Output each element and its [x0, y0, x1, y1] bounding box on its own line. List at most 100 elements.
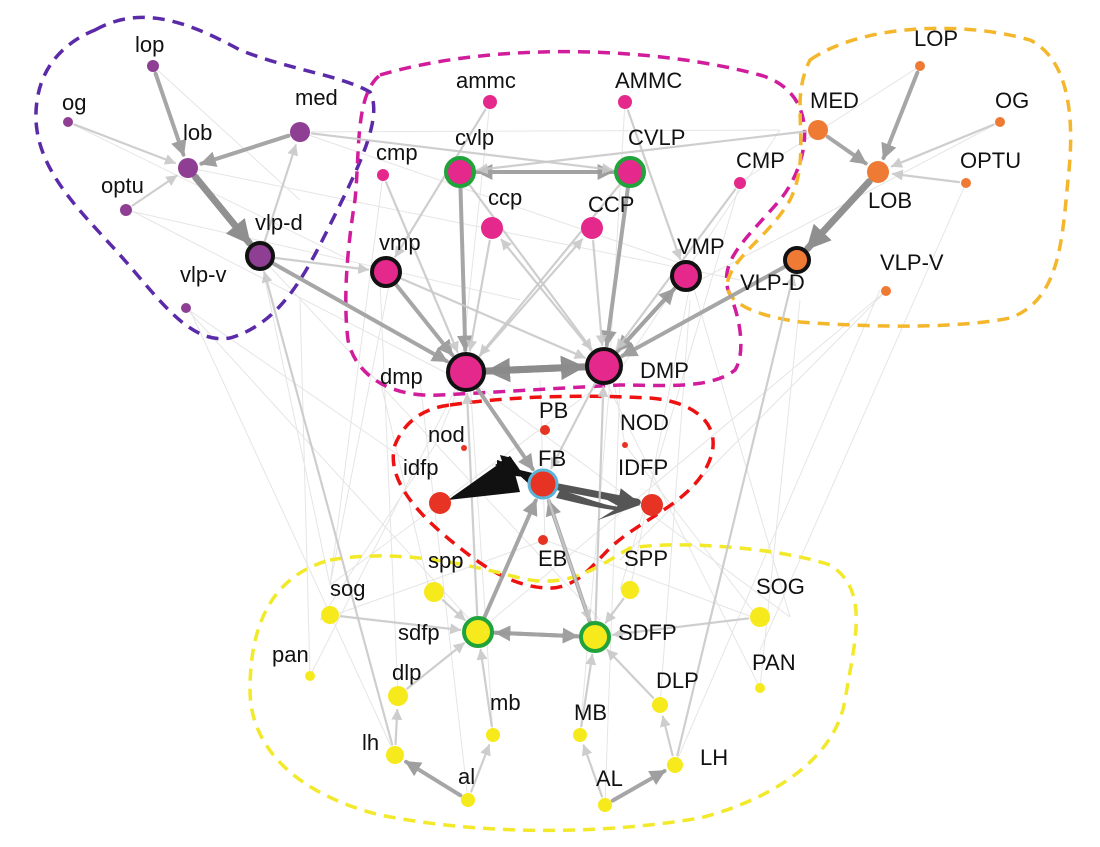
- node-SPP: SPP: [621, 546, 668, 599]
- edge-cmp-to-dmp: [385, 181, 459, 353]
- node-label-pan: pan: [272, 642, 309, 667]
- node-circle-spp: [424, 582, 444, 602]
- node-label-dmp: dmp: [380, 364, 423, 389]
- node-dmp: dmp: [380, 352, 486, 392]
- node-label-med: med: [295, 85, 338, 110]
- edge-LOB-to-VLP-D: [804, 178, 873, 252]
- node-circle-DLP: [652, 697, 668, 713]
- node-EB: EB: [538, 535, 567, 571]
- edge-lh-to-dlp: [391, 708, 403, 746]
- edge-LOP-to-LOB: [881, 70, 920, 161]
- edge-DMP-to-dmp: [484, 357, 589, 383]
- node-label-lop: lop: [135, 32, 164, 57]
- edge-OPTU-to-LOB: [891, 169, 961, 184]
- node-AMMC: AMMC: [615, 68, 682, 109]
- node-spp: spp: [424, 548, 463, 602]
- node-label-EB: EB: [538, 546, 567, 571]
- node-label-CVLP: CVLP: [628, 125, 685, 150]
- edge-FB-to-SDFP: [547, 498, 592, 622]
- edge-LH-to-VLP-D: [676, 274, 797, 757]
- node-pan: pan: [272, 642, 315, 681]
- node-label-VLP-D: VLP-D: [740, 270, 805, 295]
- node-circle-MB: [573, 728, 587, 742]
- edge-med-to-lob: [199, 133, 291, 167]
- edge-vmp-to-dmp: [393, 282, 455, 357]
- node-AL: AL: [596, 766, 623, 812]
- node-circle-OG: [995, 117, 1005, 127]
- edge-lh-to-vlp-d: [261, 271, 394, 746]
- edges: [73, 70, 995, 803]
- node-lob: lob: [178, 120, 212, 178]
- node-med: med: [290, 85, 338, 142]
- purple-cluster-outline: [34, 15, 376, 341]
- fb-to-idfp-tail: [500, 455, 512, 470]
- edge-lob-to-vlp-d: [192, 173, 253, 247]
- node-label-SDFP: SDFP: [618, 620, 677, 645]
- edge-DMP-to-FB: [550, 381, 597, 470]
- edge-ammc-to-vmp: [394, 108, 487, 258]
- node-label-MED: MED: [810, 88, 859, 113]
- node-CVLP: CVLP: [614, 125, 685, 188]
- magenta-cluster-outline: [344, 49, 807, 397]
- node-label-FB: FB: [538, 446, 566, 471]
- node-label-mb: mb: [490, 690, 521, 715]
- node-circle-EB: [538, 535, 548, 545]
- node-idfp: idfp: [403, 455, 451, 514]
- node-circle-vlp-v: [181, 303, 191, 313]
- edge-vlp-d-to-dmp: [271, 261, 449, 364]
- node-label-optu: optu: [101, 173, 144, 198]
- node-label-MB: MB: [574, 700, 607, 725]
- node-label-VLP-V: VLP-V: [880, 250, 944, 275]
- node-circle-LH: [667, 757, 683, 773]
- node-label-vmp: vmp: [379, 230, 421, 255]
- node-circle-CVLP: [614, 156, 646, 188]
- node-label-CCP: CCP: [588, 192, 634, 217]
- node-MB: MB: [573, 700, 607, 742]
- node-label-dlp: dlp: [392, 660, 421, 685]
- node-circle-CMP: [734, 177, 746, 189]
- edge-al-to-lh: [404, 759, 463, 798]
- node-nod: nod: [428, 422, 467, 451]
- node-circle-PB: [540, 425, 550, 435]
- node-NOD: NOD: [620, 410, 669, 448]
- node-circle-ammc: [483, 95, 497, 109]
- edge-AMMC-to-VMP: [626, 109, 682, 261]
- node-dlp: dlp: [388, 660, 421, 706]
- node-label-lh: lh: [362, 730, 379, 755]
- node-label-lob: lob: [183, 120, 212, 145]
- node-vlp-d: vlp-d: [245, 210, 303, 271]
- edge-dmp-to-CCP: [478, 238, 584, 359]
- node-VLP-D: VLP-D: [740, 246, 811, 295]
- edge-al-to-mb: [470, 744, 491, 793]
- node-LOB: LOB: [867, 161, 912, 213]
- node-OPTU: OPTU: [960, 148, 1021, 188]
- node-label-cvlp: cvlp: [455, 125, 494, 150]
- edge-DMP-to-ccp: [500, 238, 594, 353]
- node-label-OPTU: OPTU: [960, 148, 1021, 173]
- node-label-DMP: DMP: [640, 358, 689, 383]
- edge-LH-to-DLP: [659, 715, 674, 757]
- node-sog: sog: [321, 576, 365, 624]
- node-DLP: DLP: [652, 668, 699, 713]
- edge-VLP-D-to-DMP: [620, 264, 787, 358]
- edge-SOG-to-SDFP: [611, 617, 750, 640]
- node-circle-AMMC: [618, 95, 632, 109]
- fb-output-arrows: [448, 455, 640, 520]
- node-label-nod: nod: [428, 422, 465, 447]
- node-label-idfp: idfp: [403, 455, 438, 480]
- edge-AL-to-MB: [581, 744, 604, 798]
- edge-sdfp-to-dmp: [461, 392, 479, 618]
- node-circle-VMP: [670, 260, 702, 292]
- edge-cvlp-to-DMP: [468, 183, 593, 351]
- node-optu: optu: [101, 173, 144, 216]
- edge-AL-to-LH: [610, 768, 667, 803]
- node-PB: PB: [539, 398, 568, 435]
- edge-SPP-to-SDFP: [604, 597, 625, 624]
- edge-sog-to-sdfp: [339, 615, 462, 635]
- orange-cluster-outline: [725, 26, 1073, 328]
- edge-sdfp-to-FB: [482, 498, 538, 620]
- node-label-CMP: CMP: [736, 148, 785, 173]
- node-circle-optu: [120, 204, 132, 216]
